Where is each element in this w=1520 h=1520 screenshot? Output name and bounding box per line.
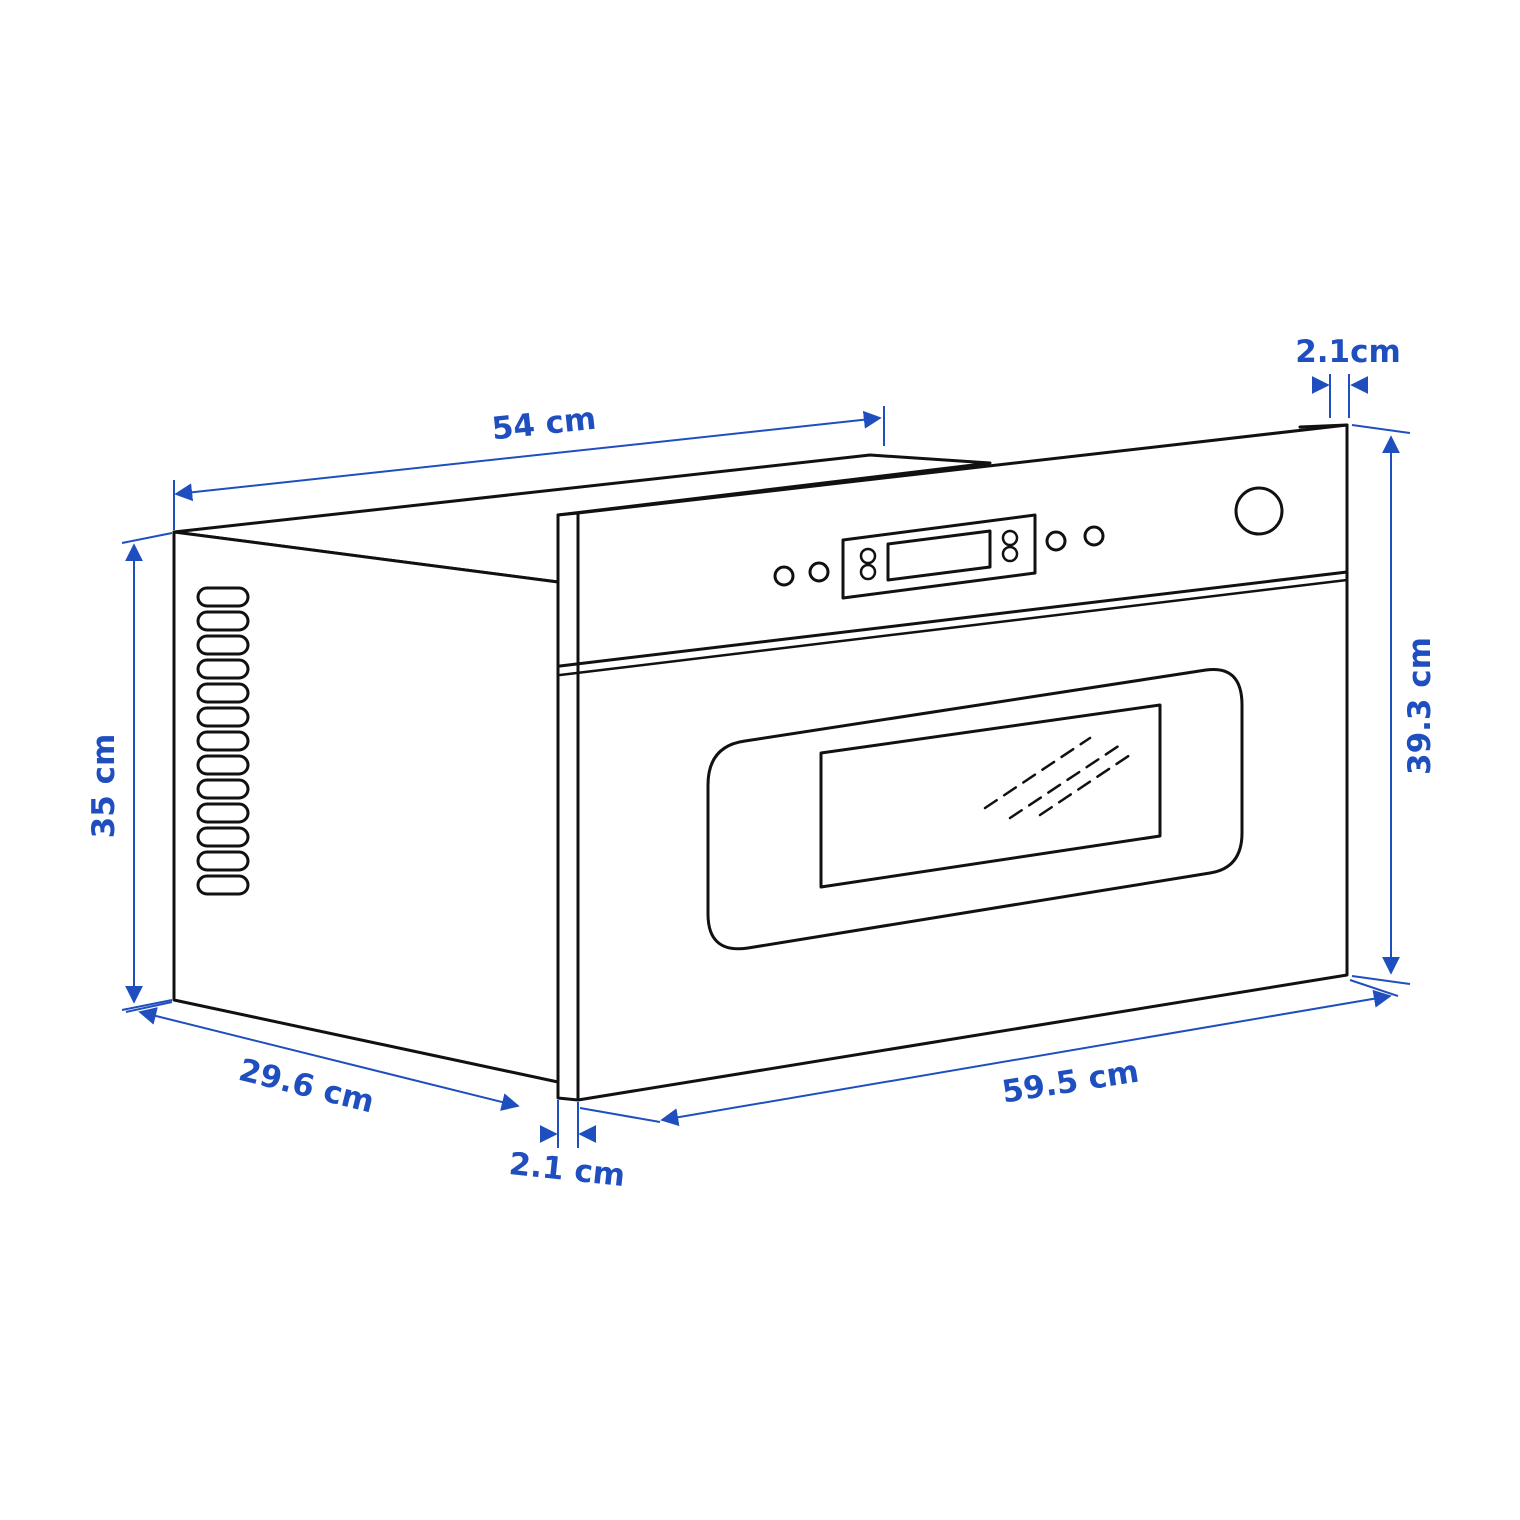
oven-door — [706, 667, 1244, 951]
button-icon — [808, 561, 830, 583]
button-icon — [773, 565, 795, 587]
display-screen — [886, 529, 992, 582]
label-front-width: 59.5 cm — [999, 1054, 1141, 1111]
dimension-lines — [121, 374, 1411, 1148]
dimension-line-front-width — [660, 989, 1392, 1127]
label-front-height: 39.3 cm — [1402, 637, 1438, 775]
button-icon — [1083, 525, 1105, 547]
label-front-panel-thickness-bottom: 2.1 cm — [507, 1146, 627, 1194]
dimension-line-body-depth — [174, 410, 882, 502]
front-panel — [556, 423, 1349, 1102]
control-panel — [773, 486, 1284, 600]
dimension-line-side-depth — [138, 1007, 520, 1111]
button-icon — [1045, 530, 1067, 552]
front-panel-face — [576, 423, 1349, 1102]
door-window — [819, 703, 1162, 889]
body-side-panel — [172, 530, 560, 1084]
side-vents — [196, 586, 250, 896]
display-knob-right — [1001, 529, 1019, 563]
door-frame — [706, 667, 1244, 951]
label-side-depth: 29.6 cm — [235, 1052, 378, 1120]
label-body-depth: 54 cm — [490, 401, 598, 448]
display-bezel — [841, 513, 1037, 600]
display-knob-left — [859, 547, 877, 581]
label-body-height: 35 cm — [86, 734, 122, 839]
front-panel-edge — [556, 511, 580, 1102]
label-front-panel-thickness-top: 2.1cm — [1295, 334, 1401, 370]
glass-reflection — [983, 736, 1132, 820]
dial-knob-icon — [1234, 486, 1284, 536]
